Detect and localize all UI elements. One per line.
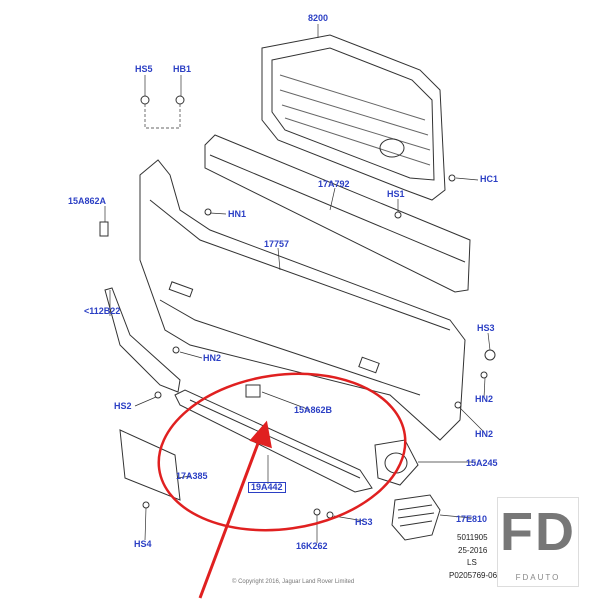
label-16k262[interactable]: 16K262: [296, 541, 328, 551]
label-hs2[interactable]: HS2: [114, 401, 132, 411]
label-hs3-bottom[interactable]: HS3: [355, 517, 373, 527]
lower-trim-part: [174, 389, 373, 493]
label-17a385[interactable]: 17A385: [176, 471, 208, 481]
highlight-arrow: [198, 420, 272, 599]
label-hb1[interactable]: HB1: [173, 64, 192, 74]
logo-text: FDAUTO: [515, 573, 561, 582]
label-hs5[interactable]: HS5: [135, 64, 153, 74]
label-15a862a[interactable]: 15A862A: [68, 196, 107, 206]
copyright-text: © Copyright 2016, Jaguar Land Rover Limi…: [232, 579, 355, 585]
label-hc1[interactable]: HC1: [480, 174, 499, 184]
doc-code: 5011905: [457, 533, 488, 542]
label-17757[interactable]: 17757: [264, 239, 290, 249]
label-hs1[interactable]: HS1: [387, 189, 405, 199]
label-hs3-right[interactable]: HS3: [477, 323, 495, 333]
doc-date: 25-2016: [458, 546, 488, 555]
fog-surround-part: [374, 439, 419, 486]
label-112b22[interactable]: <112B22: [84, 306, 121, 316]
label-8200[interactable]: 8200: [308, 13, 329, 23]
doc-region: LS: [467, 558, 477, 567]
label-17e810[interactable]: 17E810: [456, 514, 488, 524]
grille-part: [261, 34, 446, 201]
label-hs4[interactable]: HS4: [134, 539, 152, 549]
label-hn1[interactable]: HN1: [228, 209, 247, 219]
highlight-ellipse: [157, 372, 407, 532]
doc-illustration-id: P0205769-06: [449, 571, 498, 580]
label-15a862b[interactable]: 15A862B: [294, 405, 333, 415]
label-hn2-right-b[interactable]: HN2: [475, 429, 494, 439]
fdauto-watermark-logo: FD FDAUTO: [497, 497, 579, 587]
label-15a245[interactable]: 15A245: [466, 458, 498, 468]
label-hn2-right-a[interactable]: HN2: [475, 394, 494, 404]
side-trim-part: [104, 287, 181, 393]
label-19a442[interactable]: 19A442: [248, 482, 286, 493]
label-17a792[interactable]: 17A792: [318, 179, 350, 189]
fog-grille-part: [391, 494, 441, 541]
label-hn2-left[interactable]: HN2: [203, 353, 222, 363]
bumper-part: [139, 159, 466, 441]
plate-bracket-part: [119, 429, 181, 501]
logo-mark: FD: [500, 502, 576, 562]
reinforcement-part: [204, 134, 471, 293]
